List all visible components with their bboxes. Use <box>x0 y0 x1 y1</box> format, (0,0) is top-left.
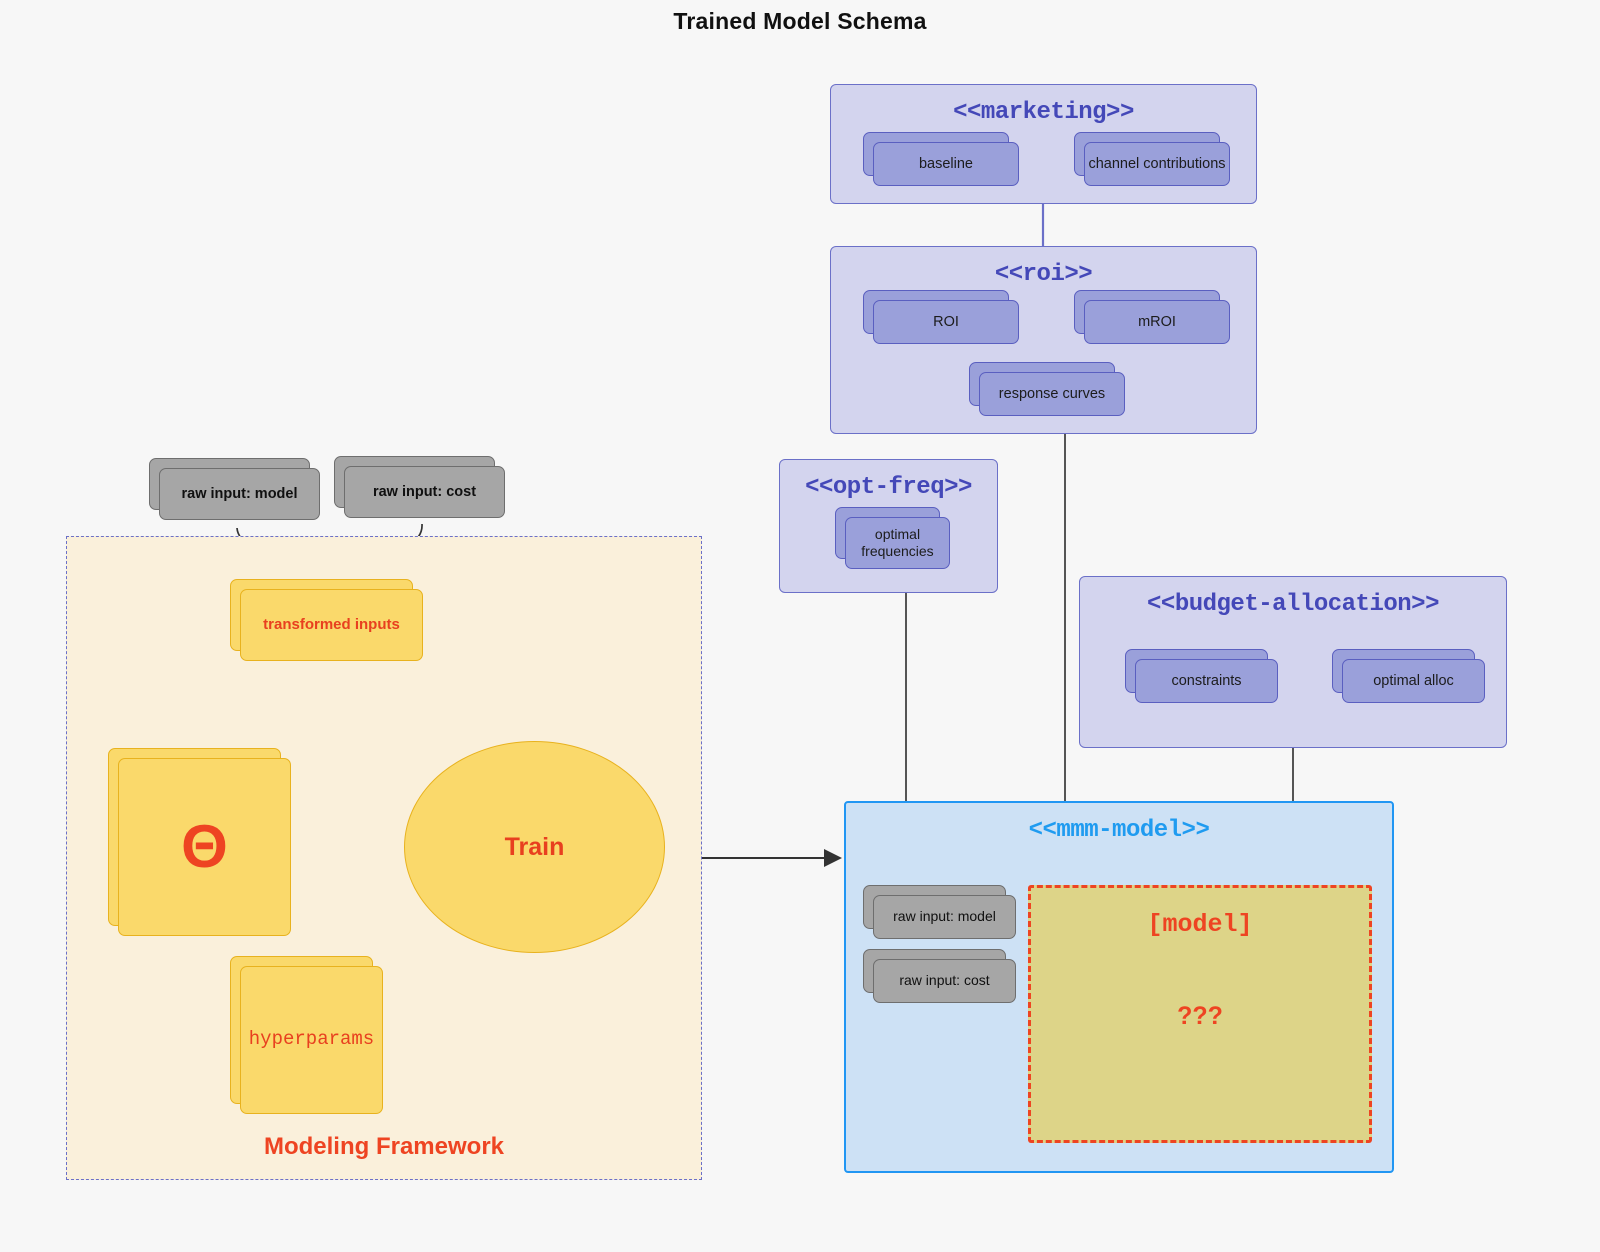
train-label: Train <box>504 832 565 861</box>
raw-input-cost-label: raw input: cost <box>344 466 505 518</box>
modeling-framework-label: Modeling Framework <box>263 1133 505 1160</box>
package-mmm-model-title: <<mmm-model>> <box>1028 817 1210 844</box>
package-budget-allocation[interactable]: <<budget-allocation>> constraints optima… <box>1079 576 1507 748</box>
member-optimal-alloc[interactable]: optimal alloc <box>1332 649 1485 703</box>
raw-input-model-label: raw input: model <box>159 468 320 520</box>
theta-card-body: Θ <box>118 758 291 936</box>
package-marketing-title: <<marketing>> <box>953 99 1134 126</box>
member-channel-contributions[interactable]: channel contributions <box>1074 132 1230 186</box>
member-mroi-label: mROI <box>1084 300 1230 344</box>
member-baseline-label: baseline <box>873 142 1019 186</box>
member-roi-label: ROI <box>873 300 1019 344</box>
member-optimal-frequencies-label: optimal frequencies <box>845 517 950 569</box>
package-opt-freq[interactable]: <<opt-freq>> optimal frequencies <box>779 459 998 593</box>
package-opt-freq-title: <<opt-freq>> <box>805 474 972 501</box>
member-mroi[interactable]: mROI <box>1074 290 1230 344</box>
member-channel-contributions-label: channel contributions <box>1084 142 1230 186</box>
package-roi[interactable]: <<roi>> ROI mROI response curves <box>830 246 1257 434</box>
member-roi[interactable]: ROI <box>863 290 1019 344</box>
package-roi-title: <<roi>> <box>994 261 1093 288</box>
model-region-label: [model] <box>1147 910 1253 939</box>
member-optimal-frequencies[interactable]: optimal frequencies <box>835 507 950 569</box>
member-response-curves[interactable]: response curves <box>969 362 1125 416</box>
hyperparams-label: hyperparams <box>240 966 383 1114</box>
mmm-raw-input-model-label: raw input: model <box>873 895 1016 939</box>
package-marketing[interactable]: <<marketing>> baseline channel contribut… <box>830 84 1257 204</box>
transformed-inputs-label: transformed inputs <box>240 589 423 661</box>
raw-input-model-card[interactable]: raw input: model <box>149 458 320 520</box>
theta-card[interactable]: Θ <box>108 748 291 936</box>
member-constraints-label: constraints <box>1135 659 1278 703</box>
member-baseline[interactable]: baseline <box>863 132 1019 186</box>
raw-input-cost-card[interactable]: raw input: cost <box>334 456 505 518</box>
mmm-raw-input-cost[interactable]: raw input: cost <box>863 949 1016 1003</box>
model-region[interactable]: [model] ??? <box>1028 885 1372 1143</box>
theta-glyph: Θ <box>181 813 228 880</box>
mmm-raw-input-model[interactable]: raw input: model <box>863 885 1016 939</box>
package-budget-allocation-title: <<budget-allocation>> <box>1147 591 1439 618</box>
transformed-inputs-card[interactable]: transformed inputs <box>230 579 423 661</box>
member-constraints[interactable]: constraints <box>1125 649 1278 703</box>
mmm-raw-input-cost-label: raw input: cost <box>873 959 1016 1003</box>
page-title: Trained Model Schema <box>673 8 927 34</box>
train-node[interactable]: Train <box>404 741 665 953</box>
model-region-unknown: ??? <box>1177 1002 1223 1030</box>
hyperparams-card[interactable]: hyperparams <box>230 956 383 1114</box>
member-response-curves-label: response curves <box>979 372 1125 416</box>
member-optimal-alloc-label: optimal alloc <box>1342 659 1485 703</box>
package-mmm-model[interactable]: <<mmm-model>> raw input: model raw input… <box>844 801 1394 1173</box>
